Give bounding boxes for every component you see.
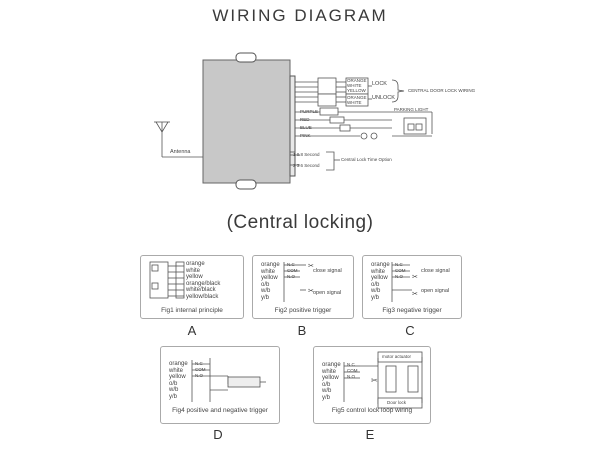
time-option-1: 1 0.8 Second <box>293 152 320 157</box>
fig5-caption: Fig5 control lock loop wiring <box>331 407 413 414</box>
fig4-letter: D <box>213 427 223 442</box>
fig1-panel <box>140 255 244 319</box>
fig1-caption: Fig1 internal principle <box>161 307 223 314</box>
fig4-wire-list: orange white yellow o/b w/b y/b <box>169 361 188 400</box>
fig5-door-lock-label: Door lock <box>387 400 407 405</box>
unlock-label: UNLOCK <box>372 95 395 101</box>
side-wire-pink: PINK <box>300 133 311 138</box>
time-option-2: 2 3.6 Second <box>293 163 320 168</box>
fig3-wire-list: orange white yellow o/b w/b y/b <box>371 262 390 301</box>
fig2-terms: N.C COM N.O <box>287 262 298 279</box>
connector <box>289 75 296 177</box>
side-wire-blue: BLUE <box>300 125 312 130</box>
unlock-wire-labels: ORANGE WHITE <box>347 95 367 105</box>
fig3-terms: N.C COM N.O <box>395 262 406 279</box>
fig2-open-scissors-icon: ✂ <box>308 288 314 295</box>
fig2-close-signal: close signal <box>313 268 342 274</box>
section-title: (Central locking) <box>226 212 374 233</box>
fig2-letter: B <box>297 323 307 338</box>
fig5-wire-list: orange white yellow o/b w/b y/b <box>322 362 341 401</box>
fig2-open-signal: open signal <box>313 290 342 296</box>
control-unit-top-ear <box>235 52 257 63</box>
lock-wire-labels: ORANGE WHITE YELLOW <box>347 78 367 93</box>
side-wire-red: RED <box>300 117 310 122</box>
page-title: WIRING DIAGRAM <box>212 6 388 25</box>
control-unit-bottom-ear <box>235 179 257 190</box>
fig2-close-scissors-icon: ✂ <box>308 263 314 270</box>
control-unit-box <box>202 59 291 184</box>
fig3-close-signal: close signal <box>421 268 450 274</box>
lock-label: LOCK <box>372 81 387 87</box>
fig3-open-signal: open signal <box>421 288 450 294</box>
fig3-letter: C <box>405 323 415 338</box>
fig5-scissors-icon: ✂ <box>371 376 378 385</box>
fig4-caption: Fig4 positive and negative trigger <box>172 407 268 414</box>
antenna-label: Antenna <box>170 149 191 155</box>
fig3-panel <box>362 255 462 319</box>
fig5-terms: N.C COM N.O <box>347 362 358 379</box>
central-door-lock-label: CENTRAL DOOR LOCK WIRING <box>408 88 476 93</box>
fig5-letter: E <box>365 427 375 442</box>
time-option-label: Central Lock Time Option <box>341 157 392 162</box>
fig3-open-scissors-icon: ✂ <box>412 291 418 298</box>
parking-light-label: PARKING LIGHT <box>394 107 429 112</box>
fig3-close-scissors-icon: ✂ <box>412 274 418 281</box>
fig1-letter: A <box>187 323 197 338</box>
fig5-motor-label: motor actuator <box>382 354 412 359</box>
fig1-wire-list: orange white yellow orange/black white/b… <box>186 261 221 300</box>
side-wire-purple: PURPLE <box>300 109 319 114</box>
fig2-wire-list: orange white yellow o/b w/b y/b <box>261 262 280 301</box>
fig3-caption: Fig3 negative trigger <box>382 307 442 314</box>
fig2-panel <box>252 255 354 319</box>
fig2-caption: Fig2 positive trigger <box>274 307 332 314</box>
fig4-terms: N.C COM N.O <box>195 361 206 378</box>
